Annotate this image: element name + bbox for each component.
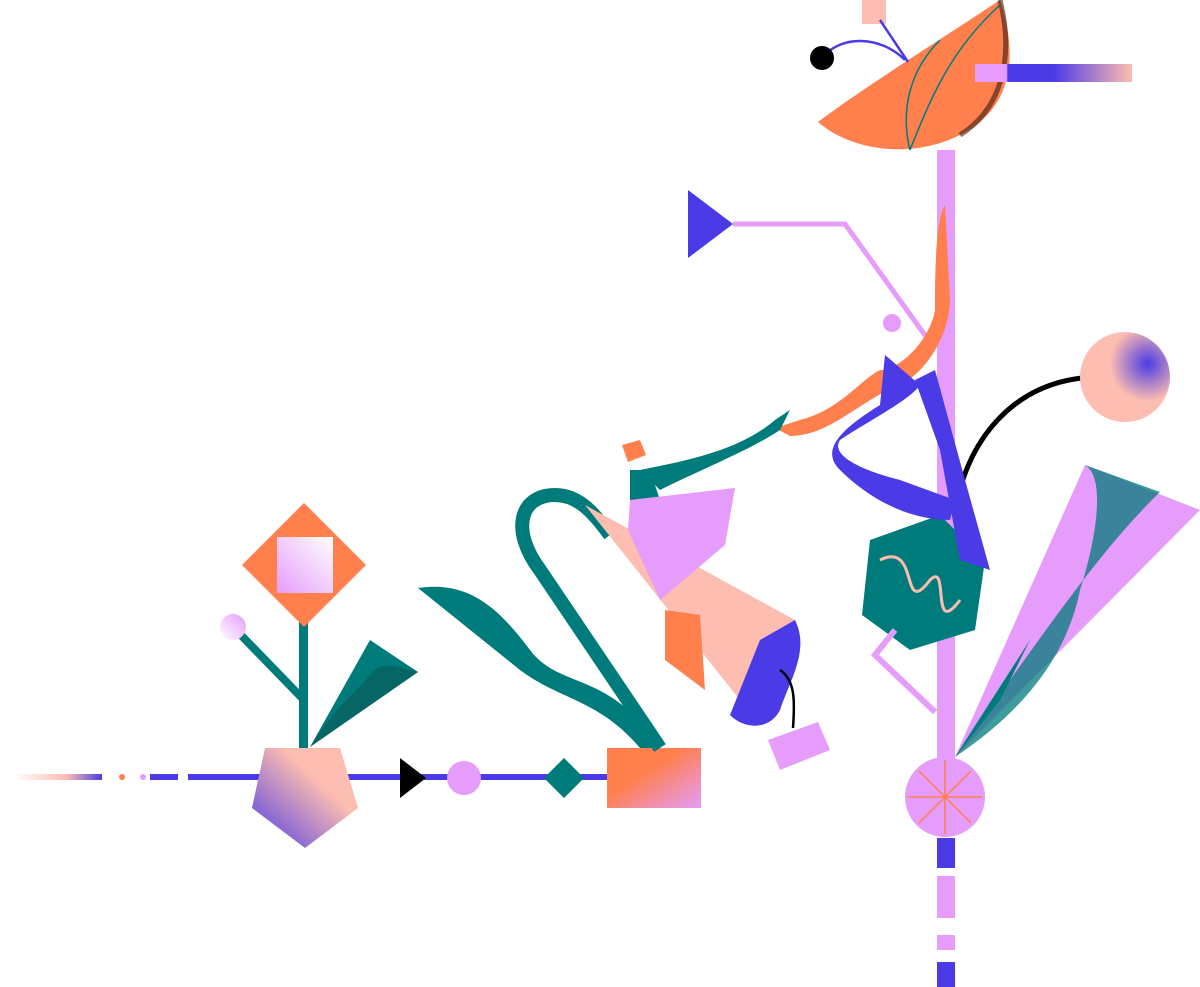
left-plant bbox=[220, 503, 418, 848]
pink-connector bbox=[733, 221, 935, 347]
top-flower bbox=[810, 0, 1132, 151]
climbing-figure bbox=[775, 205, 990, 570]
pink-leaf bbox=[955, 465, 1200, 757]
sun-circle bbox=[1080, 332, 1170, 422]
hexagon-rock bbox=[862, 515, 985, 715]
teal-leaf bbox=[418, 586, 660, 748]
teal-diamond bbox=[544, 758, 584, 798]
black-triangle bbox=[400, 758, 426, 798]
sitting-figure bbox=[585, 410, 830, 770]
blue-triangle bbox=[688, 190, 733, 258]
pink-circle bbox=[447, 761, 481, 795]
black-arc bbox=[952, 375, 1083, 511]
orange-block bbox=[607, 748, 701, 808]
base-line bbox=[14, 774, 608, 780]
